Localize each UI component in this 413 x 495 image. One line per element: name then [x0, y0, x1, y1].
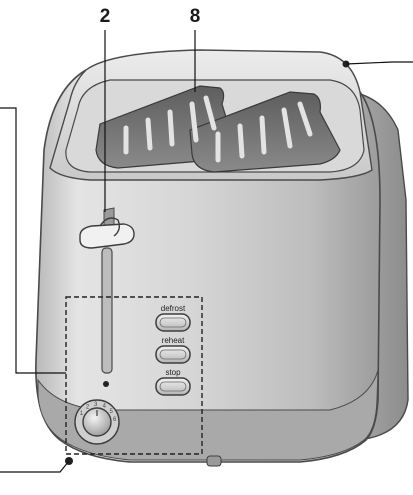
lever-ring [99, 217, 121, 237]
dial-mark: 4 [103, 404, 107, 410]
callout-2: 2 [100, 6, 111, 27]
lever-track [101, 247, 113, 374]
browning-dial[interactable] [74, 399, 120, 445]
leader-base [0, 460, 70, 473]
slot-ribs-left [123, 95, 217, 155]
leader-cord [345, 61, 413, 65]
control-panel-outline [65, 296, 203, 455]
defrost-label: defrost [161, 304, 186, 313]
indicator-light [103, 381, 109, 387]
dial-mark: 1 [80, 411, 84, 417]
dial-mark: 6 [113, 417, 117, 423]
leader-lines [0, 30, 413, 473]
front-foot [206, 455, 222, 467]
stop-button[interactable] [155, 377, 191, 396]
dial-mark: 2 [86, 405, 90, 411]
dial-mark: 3 [94, 402, 98, 408]
slot-ribs-right [215, 101, 313, 163]
reheat-label: reheat [162, 336, 185, 345]
leader-panel [0, 107, 66, 374]
callout-8: 8 [190, 6, 201, 27]
dial-mark: 5 [110, 409, 114, 415]
stop-label: stop [165, 368, 181, 377]
toast-lever[interactable] [79, 223, 135, 249]
defrost-button[interactable] [155, 313, 191, 332]
reheat-button[interactable] [155, 345, 191, 364]
